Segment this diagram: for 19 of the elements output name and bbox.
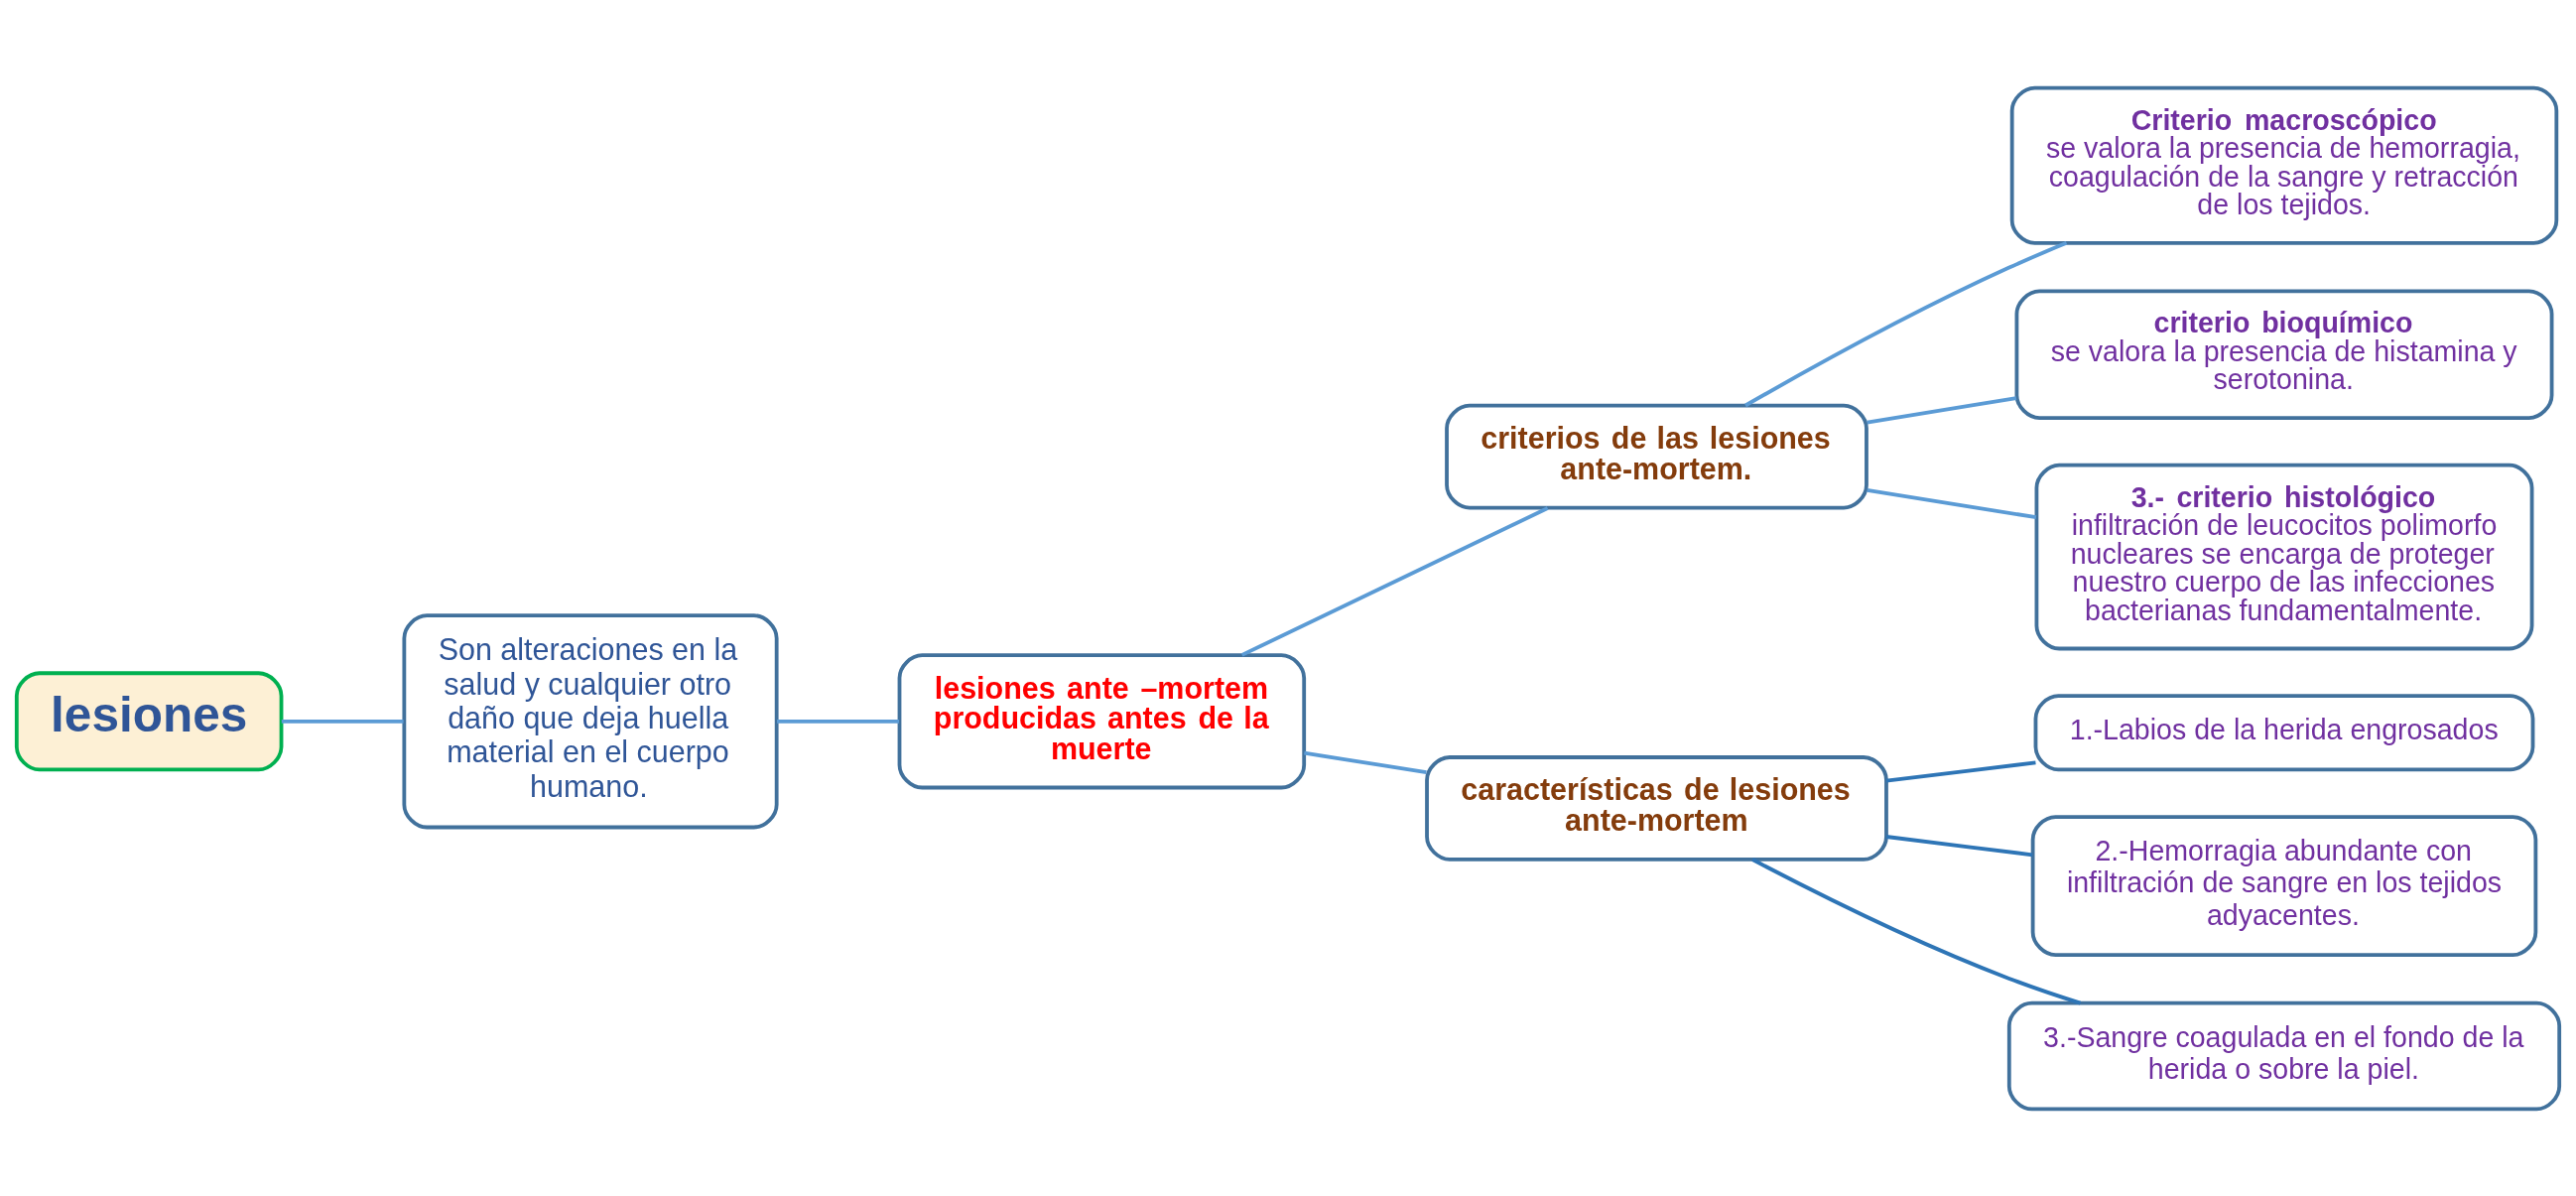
node-box: lesiones ante –mortem producidas antes de la muerte [897, 652, 1307, 789]
node-box: Criterio macroscópico se valora la presencia de hemorragia, coagulación de la sangre y retracción de los tejidos. [2009, 85, 2559, 245]
connector [777, 719, 900, 724]
node-box: características de lesiones ante-mortem [1425, 754, 1888, 862]
connector [1885, 834, 2033, 857]
node-box: 2.-Hemorragia abundante con infiltración de sangre en los tejidos adyacentes. [2030, 814, 2538, 957]
node-box: Son alteraciones en la salud y cualquier otro daño que deja huella material en el cuerpo humano. [402, 612, 779, 829]
connector [281, 719, 404, 724]
connector [1867, 395, 2017, 425]
node-box: 3.-Sangre coagulada en el fondo de la herida o sobre la piel. [2006, 1000, 2562, 1111]
node-box: criterios de las lesiones ante-mortem. [1445, 403, 1868, 509]
connector [1240, 505, 1549, 657]
connector [1304, 750, 1427, 774]
node-box: 1.-Labios de la herida engrosados [2033, 693, 2535, 771]
connector [1867, 487, 2037, 519]
node-box: lesiones [14, 670, 284, 771]
connector [1885, 760, 2036, 783]
node-box: criterio bioquímico se valora la presencia de histamina y serotonina. [2014, 289, 2554, 420]
node-box: 3.- criterio histológico infiltración de leucocitos polimorfo nucleares se encarga de proteger nuestro cuerpo de las infecciones bacterianas fundamentalmente. [2034, 463, 2534, 650]
